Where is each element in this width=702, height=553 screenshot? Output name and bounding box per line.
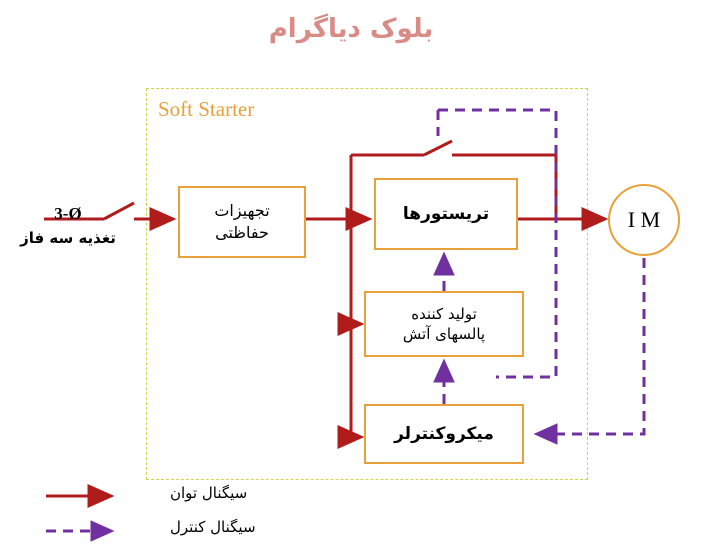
block-protection-line1: تجهیزات [214,201,270,221]
block-pulse-generator-line2: پالسهای آتش [402,325,486,343]
legend-label-power: سیگنال توان [170,484,248,502]
supply-text-label: تغذیه سه فاز [20,228,116,247]
legend-row-power: سیگنال توان [40,482,300,516]
legend-row-control: سیگنال کنترل [40,516,300,550]
soft-starter-label: Soft Starter [158,97,255,121]
legend: سیگنال توان سیگنال کنترل [40,482,300,550]
block-induction-motor[interactable]: I M [608,184,680,256]
supply-label: 3-Ø تغذیه سه فاز [4,201,132,249]
block-pulse-generator-label: تولید کننده پالسهای آتش [403,304,485,345]
page-title: بلوک دیاگرام [268,14,434,44]
legend-label-control: سیگنال کنترل [170,518,256,536]
block-microcontroller-label: میکروکنترلر [394,423,494,444]
block-thyristors-label: تریستورها [402,203,490,224]
block-protection-label: تجهیزات حفاظتی [214,200,269,243]
block-pulse-generator-line1: تولید کننده [411,304,477,323]
block-protection-line2: حفاظتی [215,223,269,242]
block-microcontroller[interactable]: میکروکنترلر [364,404,524,464]
block-thyristors[interactable]: تریستورها [374,178,518,250]
motor-label: I M [627,207,661,232]
block-protection-equipment[interactable]: تجهیزات حفاظتی [178,186,306,258]
block-pulse-generator[interactable]: تولید کننده پالسهای آتش [364,291,524,357]
supply-phase-label: 3-Ø [54,204,82,223]
